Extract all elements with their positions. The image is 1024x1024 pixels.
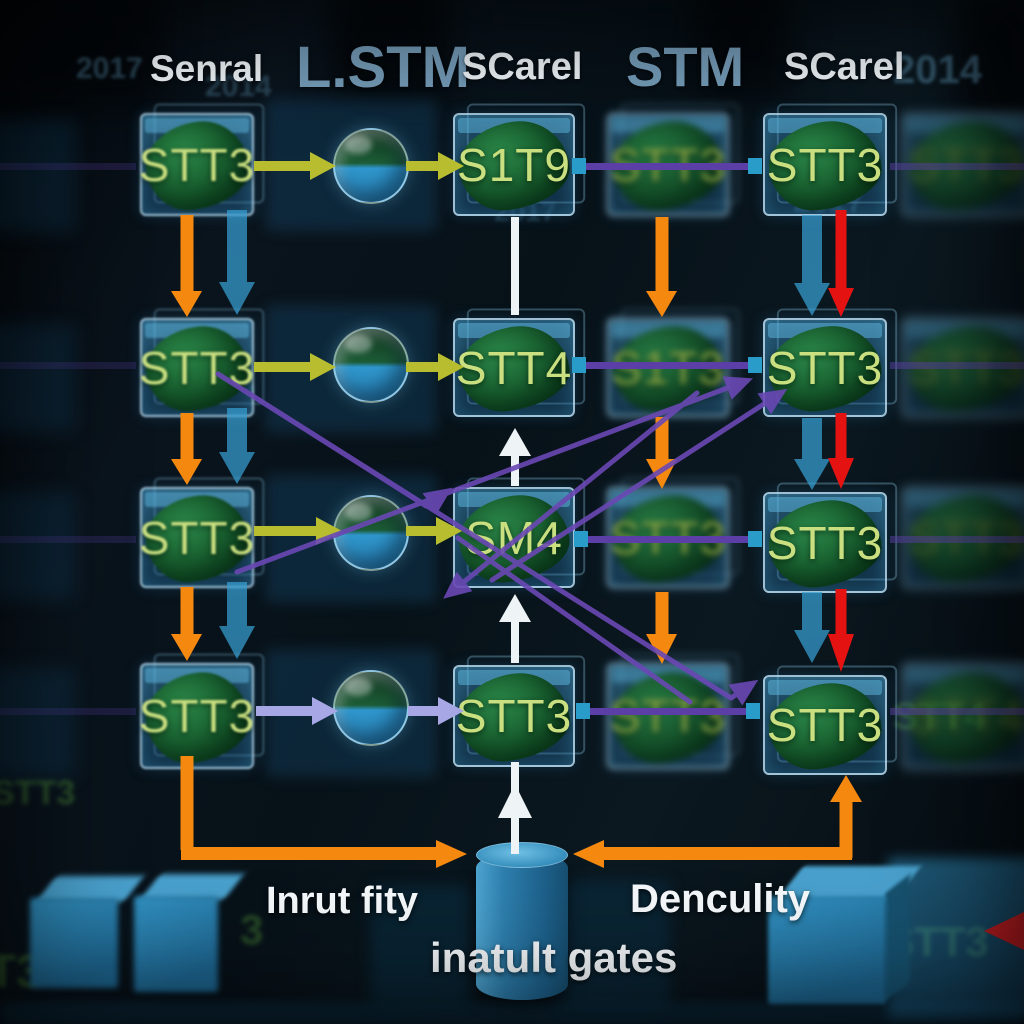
white-flow-arrows <box>498 217 532 854</box>
cell-box-r1-left: STT3 <box>138 103 265 216</box>
cell-label: STT4 <box>455 341 573 394</box>
background-floor <box>0 1002 1024 1024</box>
cube <box>768 896 886 1004</box>
gate-cylinder <box>476 852 568 1000</box>
ghost-year: 2014 <box>205 70 272 103</box>
background-blob <box>690 0 790 100</box>
footer-label-right: Denculity <box>630 877 811 921</box>
orange-flow-left-column <box>171 215 467 868</box>
background-box <box>0 324 75 432</box>
background-blob <box>955 0 1024 130</box>
cell-label: STT3 <box>766 138 884 191</box>
header-year-badge: 2014 <box>893 48 982 92</box>
dark-cube <box>370 885 470 1005</box>
cell-box-r4-right: STT3 <box>763 665 898 775</box>
cell-box-r2-left: STT3 <box>139 308 265 417</box>
ghost-label: 3 <box>240 906 264 953</box>
cell-label: STT3 <box>138 138 256 191</box>
header-title-5: SCarel <box>784 46 905 88</box>
cell-label: STT3 <box>609 690 727 742</box>
background-box <box>0 120 75 232</box>
cell-box-r2-center: STT4 <box>453 308 586 417</box>
connector-nubs <box>572 158 762 719</box>
orange-flow-midright-column <box>646 217 677 664</box>
cell-label: STT3 <box>455 690 573 742</box>
glass-sphere-r4 <box>333 670 409 746</box>
cell-box-r1-right: STT3 <box>763 103 898 216</box>
ghost-label: STT3 <box>0 774 76 812</box>
dark-cube <box>560 880 670 1010</box>
header-title-3: SCarel <box>462 46 583 88</box>
background-blob <box>0 0 160 110</box>
cell-label: STT3 <box>138 690 256 742</box>
cell-label: STT4 <box>908 690 1024 742</box>
red-flow-arrows <box>828 210 1024 950</box>
blue-flow-arrows <box>219 210 830 663</box>
cube <box>30 898 118 988</box>
glass-sphere-r1 <box>333 128 409 204</box>
yellow-flow-arrows <box>254 152 464 545</box>
footer-label-center: inatult gates <box>430 934 678 981</box>
cell-box-r3-right: STT3 <box>763 482 898 593</box>
cube <box>134 896 218 992</box>
gate-cylinder-top <box>476 842 568 868</box>
cell-label: STT3 <box>766 516 884 569</box>
orange-loop-right <box>573 775 862 868</box>
cell-label: STT3 <box>138 511 256 564</box>
purple-diagonal-links <box>215 371 788 706</box>
cell-label: STT3 <box>766 341 884 394</box>
background-box <box>0 492 75 600</box>
lavender-flow-arrows <box>256 697 464 725</box>
purple-horizontal-connectors <box>0 163 1024 715</box>
cell-label: STT3 <box>766 699 884 751</box>
cell-box-r4-farright: STT4 <box>902 663 1024 769</box>
header-title-4: STM <box>626 35 745 98</box>
ghost-year: 2017 <box>76 52 143 85</box>
header-title-2: L.STM <box>296 35 470 100</box>
footer-label-left: Inrut fity <box>266 880 418 922</box>
cell-label: S1T9 <box>457 138 571 191</box>
glass-sphere-r2 <box>333 327 409 403</box>
header-title-1: Senral <box>150 48 264 89</box>
cell-box-r1-center: S1T9 <box>453 103 586 216</box>
background-box <box>0 668 75 778</box>
cell-box-r4-midright: STT3 <box>607 653 740 769</box>
background-blob <box>330 0 450 100</box>
cell-box-r4-center: STT3 <box>453 655 586 767</box>
cell-box-r4-left: STT3 <box>138 653 265 769</box>
